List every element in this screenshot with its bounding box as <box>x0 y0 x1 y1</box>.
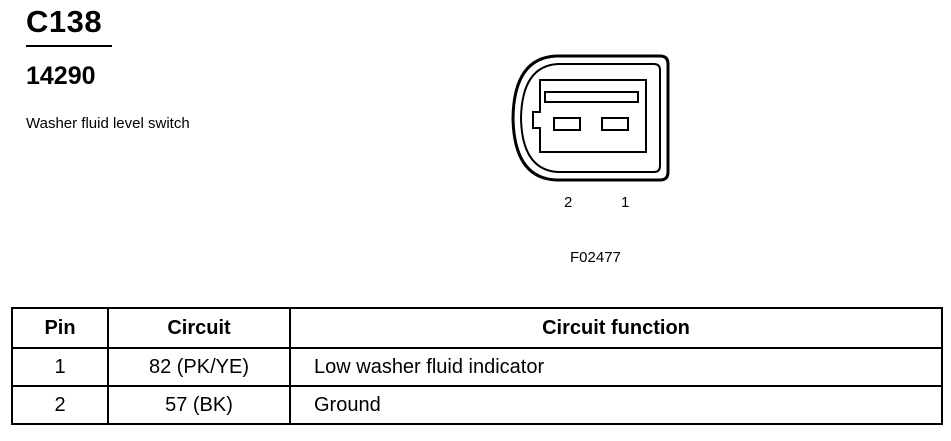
table-header-row: Pin Circuit Circuit function <box>11 307 943 349</box>
figure-id: F02477 <box>570 249 621 266</box>
column-header-circuit-function: Circuit function <box>289 307 943 349</box>
pin-table: Pin Circuit Circuit function 1 82 (PK/YE… <box>11 307 943 425</box>
title-underline <box>26 45 112 47</box>
component-description: Washer fluid level switch <box>26 115 190 132</box>
latch-bar <box>544 91 639 103</box>
connector-housing-outer <box>511 54 670 182</box>
pin-cell: 2 <box>11 385 109 425</box>
column-header-circuit: Circuit <box>107 307 291 349</box>
terminal-pin-1 <box>601 117 629 131</box>
table-row: 2 57 (BK) Ground <box>11 385 943 425</box>
pin-label-2: 2 <box>564 194 573 211</box>
connector-housing-inner <box>519 63 661 173</box>
column-header-pin: Pin <box>11 307 109 349</box>
terminal-pin-2 <box>553 117 581 131</box>
pin-cell: 1 <box>11 347 109 387</box>
connector-face-diagram <box>511 54 670 182</box>
part-number: 14290 <box>26 62 96 90</box>
table-row: 1 82 (PK/YE) Low washer fluid indicator <box>11 347 943 387</box>
terminal-cavity <box>532 79 647 153</box>
circuit-function-cell: Ground <box>289 385 943 425</box>
circuit-function-cell: Low washer fluid indicator <box>289 347 943 387</box>
connector-id: C138 <box>26 4 103 39</box>
circuit-cell: 82 (PK/YE) <box>107 347 291 387</box>
pin-label-1: 1 <box>621 194 630 211</box>
circuit-cell: 57 (BK) <box>107 385 291 425</box>
